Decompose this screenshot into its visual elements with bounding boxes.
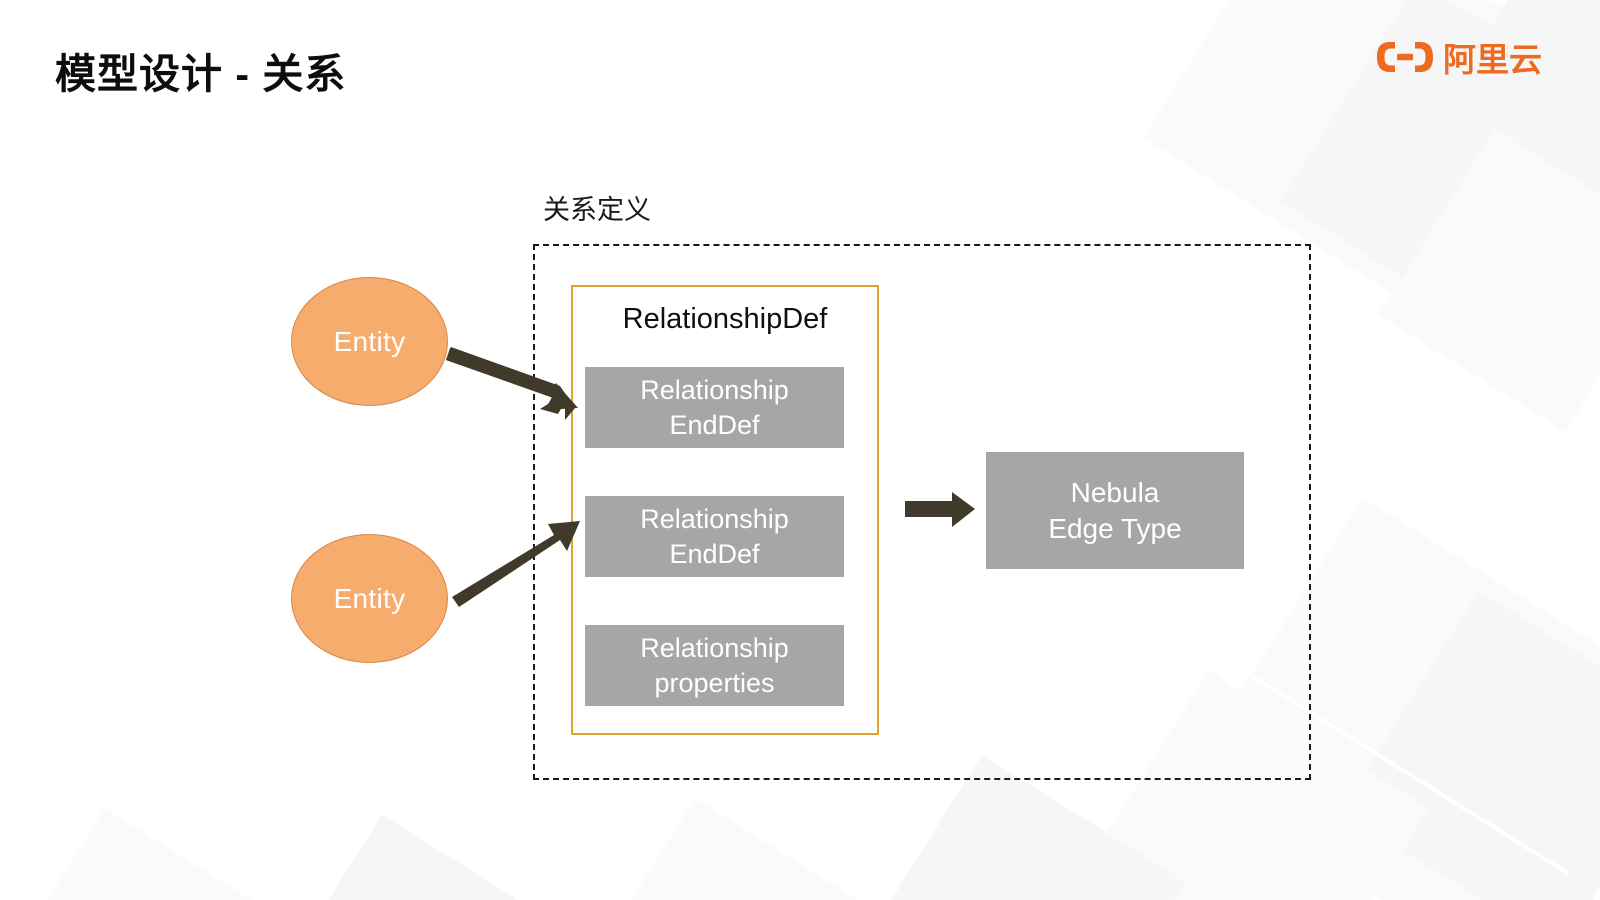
nebula-edge-type-line1: Nebula [1070,476,1160,508]
relationship-properties-box[interactable]: Relationship properties [585,625,844,706]
relationship-enddef-box-2[interactable]: Relationship EndDef [585,496,844,577]
relationship-properties-box-line1: Relationship [640,633,789,664]
nebula-edge-type-line2: Edge Type [1048,512,1182,544]
nebula-edge-type-box[interactable]: Nebula Edge Type [986,452,1244,569]
entity-node-2-label: Entity [333,582,406,614]
page-title: 模型设计 - 关系 [55,51,347,97]
relationship-enddef-box-2-line2: EndDef [669,538,760,569]
alibaba-cloud-bracket-icon [1376,40,1434,79]
relationship-enddef-box-1[interactable]: Relationship EndDef [585,367,844,448]
logo-text: 阿里云 [1443,41,1542,78]
entity-node-1-label: Entity [333,325,406,357]
brand-logo: 阿里云 [1376,40,1542,79]
relationship-enddef-box-2-line1: Relationship [640,504,789,535]
relationship-enddef-box-1-line2: EndDef [669,409,760,440]
relationship-definition-container [533,244,1311,780]
relationshipdef-title: RelationshipDef [622,303,828,335]
entity-node-2[interactable]: Entity [291,534,448,663]
section-label: 关系定义 [543,195,651,225]
relationship-properties-box-line2: properties [654,667,775,698]
entity-node-1[interactable]: Entity [291,277,448,406]
relationship-enddef-box-1-line1: Relationship [640,375,789,406]
